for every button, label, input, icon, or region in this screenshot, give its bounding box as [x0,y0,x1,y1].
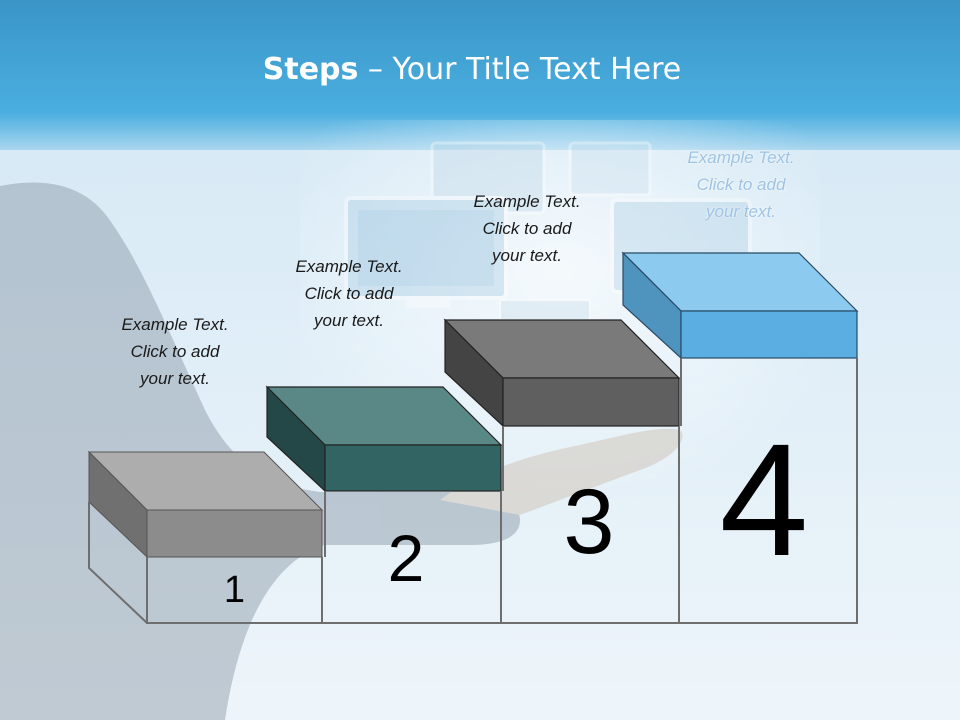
step-1-caption[interactable]: Example Text. Click to add your text. [90,311,260,392]
caption-line: Click to add [482,219,572,238]
caption-line: Click to add [696,175,786,194]
step-3-number: 3 [563,471,615,573]
step-1-block [87,450,324,559]
step-2-caption[interactable]: Example Text. Click to add your text. [264,253,434,334]
step-4-block [621,251,859,360]
step-3-caption[interactable]: Example Text. Click to add your text. [442,188,612,269]
step-columns [88,358,858,624]
title-bold: Steps [262,52,359,87]
caption-line: Example Text. [295,257,403,276]
step-3-block [443,318,681,428]
step-2-block [265,385,503,493]
step-4-caption[interactable]: Example Text. Click to add your text. [656,144,826,225]
caption-line: Example Text. [473,192,581,211]
caption-line: Example Text. [121,315,229,334]
caption-line: Click to add [130,342,220,361]
caption-line: your text. [140,369,210,388]
page-title[interactable]: Steps – Your Title Text Here [0,52,944,87]
step-2-number: 2 [387,521,425,595]
caption-line: Example Text. [687,148,795,167]
step-4-number: 4 [719,410,809,589]
caption-line: your text. [706,202,776,221]
step-1-number: 1 [223,569,246,611]
caption-line: Click to add [304,284,394,303]
caption-line: your text. [314,311,384,330]
title-rest: – Your Title Text Here [358,52,682,87]
caption-line: your text. [492,246,562,265]
